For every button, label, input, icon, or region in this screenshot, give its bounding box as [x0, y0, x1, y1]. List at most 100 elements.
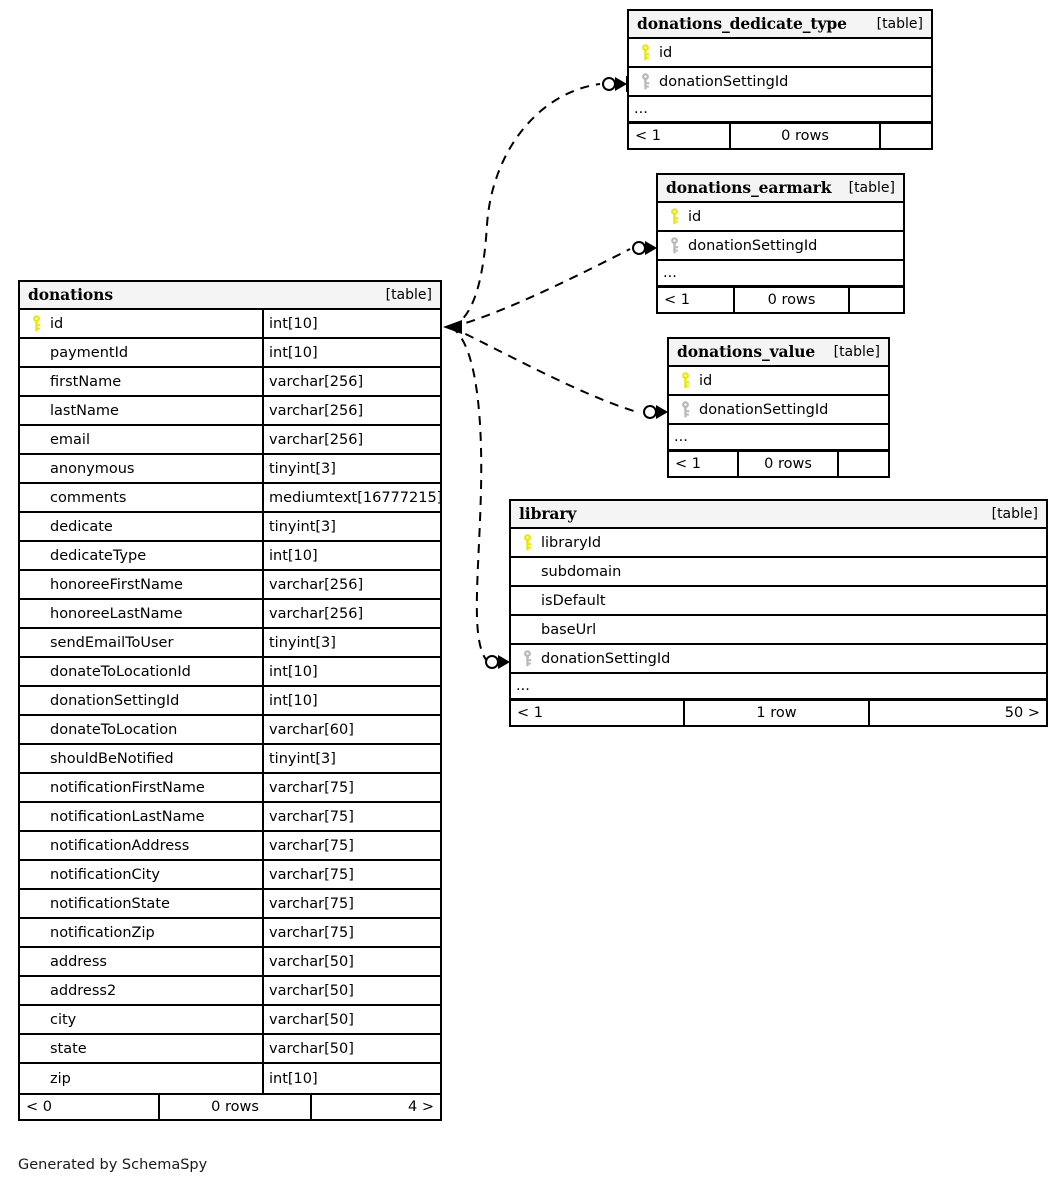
column-name: honoreeFirstName [50, 576, 183, 593]
footer-row-count: 0 rows [737, 452, 837, 476]
column-type: tinyint[3] [262, 629, 440, 656]
column-type: varchar[75] [262, 890, 440, 917]
column-name: id [699, 372, 713, 389]
table-row[interactable]: honoreeFirstName varchar[256] [20, 571, 440, 600]
table-row[interactable]: libraryId [511, 529, 1046, 558]
table-row[interactable]: baseUrl [511, 616, 1046, 645]
table-row[interactable]: donationSettingId [629, 68, 931, 97]
column-name-cell: donationSettingId [669, 396, 888, 423]
table-row[interactable]: isDefault [511, 587, 1046, 616]
table-row[interactable]: donationSettingId [669, 396, 888, 425]
edge-donations-to-library [450, 326, 488, 662]
column-name-cell: notificationCity [20, 861, 262, 888]
column-type: tinyint[3] [262, 745, 440, 772]
more-columns-ellipsis[interactable]: ... [669, 425, 888, 450]
table-footer-donations-dedicate-type: < 1 0 rows [629, 122, 931, 148]
column-name: dedicateType [50, 547, 147, 564]
column-name-cell: paymentId [20, 339, 262, 366]
column-type: int[10] [262, 687, 440, 714]
column-type: varchar[256] [262, 571, 440, 598]
table-row[interactable]: subdomain [511, 558, 1046, 587]
column-name: sendEmailToUser [50, 634, 174, 651]
more-columns-ellipsis[interactable]: ... [511, 674, 1046, 699]
more-columns-ellipsis[interactable]: ... [658, 261, 903, 286]
footer-row-count: 0 rows [158, 1095, 310, 1119]
table-type-tag: [table] [833, 343, 880, 360]
column-type: tinyint[3] [262, 513, 440, 540]
column-type: varchar[75] [262, 774, 440, 801]
crowfoot-dedicate-type [602, 76, 628, 92]
more-columns-ellipsis[interactable]: ... [629, 97, 931, 122]
footer-parent-count: < 1 [664, 292, 690, 308]
column-name-cell: id [669, 367, 888, 394]
column-name: honoreeLastName [50, 605, 183, 622]
column-name-cell: notificationState [20, 890, 262, 917]
column-type: varchar[256] [262, 426, 440, 453]
column-name-cell: firstName [20, 368, 262, 395]
column-name-cell: id [629, 39, 931, 66]
table-title: donations [28, 285, 113, 304]
table-row[interactable]: donationSettingId [511, 645, 1046, 674]
foreign-key-icon [517, 650, 537, 667]
column-name-cell: city [20, 1006, 262, 1033]
column-name: donateToLocation [50, 721, 178, 738]
column-name: donationSettingId [50, 692, 180, 709]
table-footer-donations-value: < 1 0 rows [669, 450, 888, 476]
table-row[interactable]: id [629, 39, 931, 68]
column-name: notificationState [50, 895, 170, 912]
column-name: id [688, 208, 702, 225]
column-type: varchar[50] [262, 977, 440, 1004]
edge-donations-to-earmark [450, 248, 631, 328]
column-name-cell: address [20, 948, 262, 975]
table-row[interactable]: sendEmailToUser tinyint[3] [20, 629, 440, 658]
column-name-cell: zip [20, 1064, 262, 1093]
table-row[interactable]: id [669, 367, 888, 396]
table-header-donations: donations [table] [20, 282, 440, 310]
table-type-tag: [table] [991, 505, 1038, 522]
foreign-key-icon [635, 73, 655, 90]
column-name: donationSettingId [688, 237, 818, 254]
edge-donations-to-dedicate-type [450, 83, 601, 328]
column-name: donateToLocationId [50, 663, 191, 680]
table-row[interactable]: id [658, 203, 903, 232]
column-name-cell: notificationAddress [20, 832, 262, 859]
column-name: anonymous [50, 460, 135, 477]
table-row[interactable]: donationSettingId [658, 232, 903, 261]
column-name-cell: honoreeLastName [20, 600, 262, 627]
table-row[interactable]: donationSettingId int[10] [20, 687, 440, 716]
column-name: libraryId [541, 534, 602, 551]
table-type-tag: [table] [385, 286, 432, 303]
footer-parent-count: < 0 [26, 1099, 52, 1115]
table-row[interactable]: notificationState varchar[75] [20, 890, 440, 919]
column-name-cell: shouldBeNotified [20, 745, 262, 772]
column-name-cell: id [658, 203, 903, 230]
